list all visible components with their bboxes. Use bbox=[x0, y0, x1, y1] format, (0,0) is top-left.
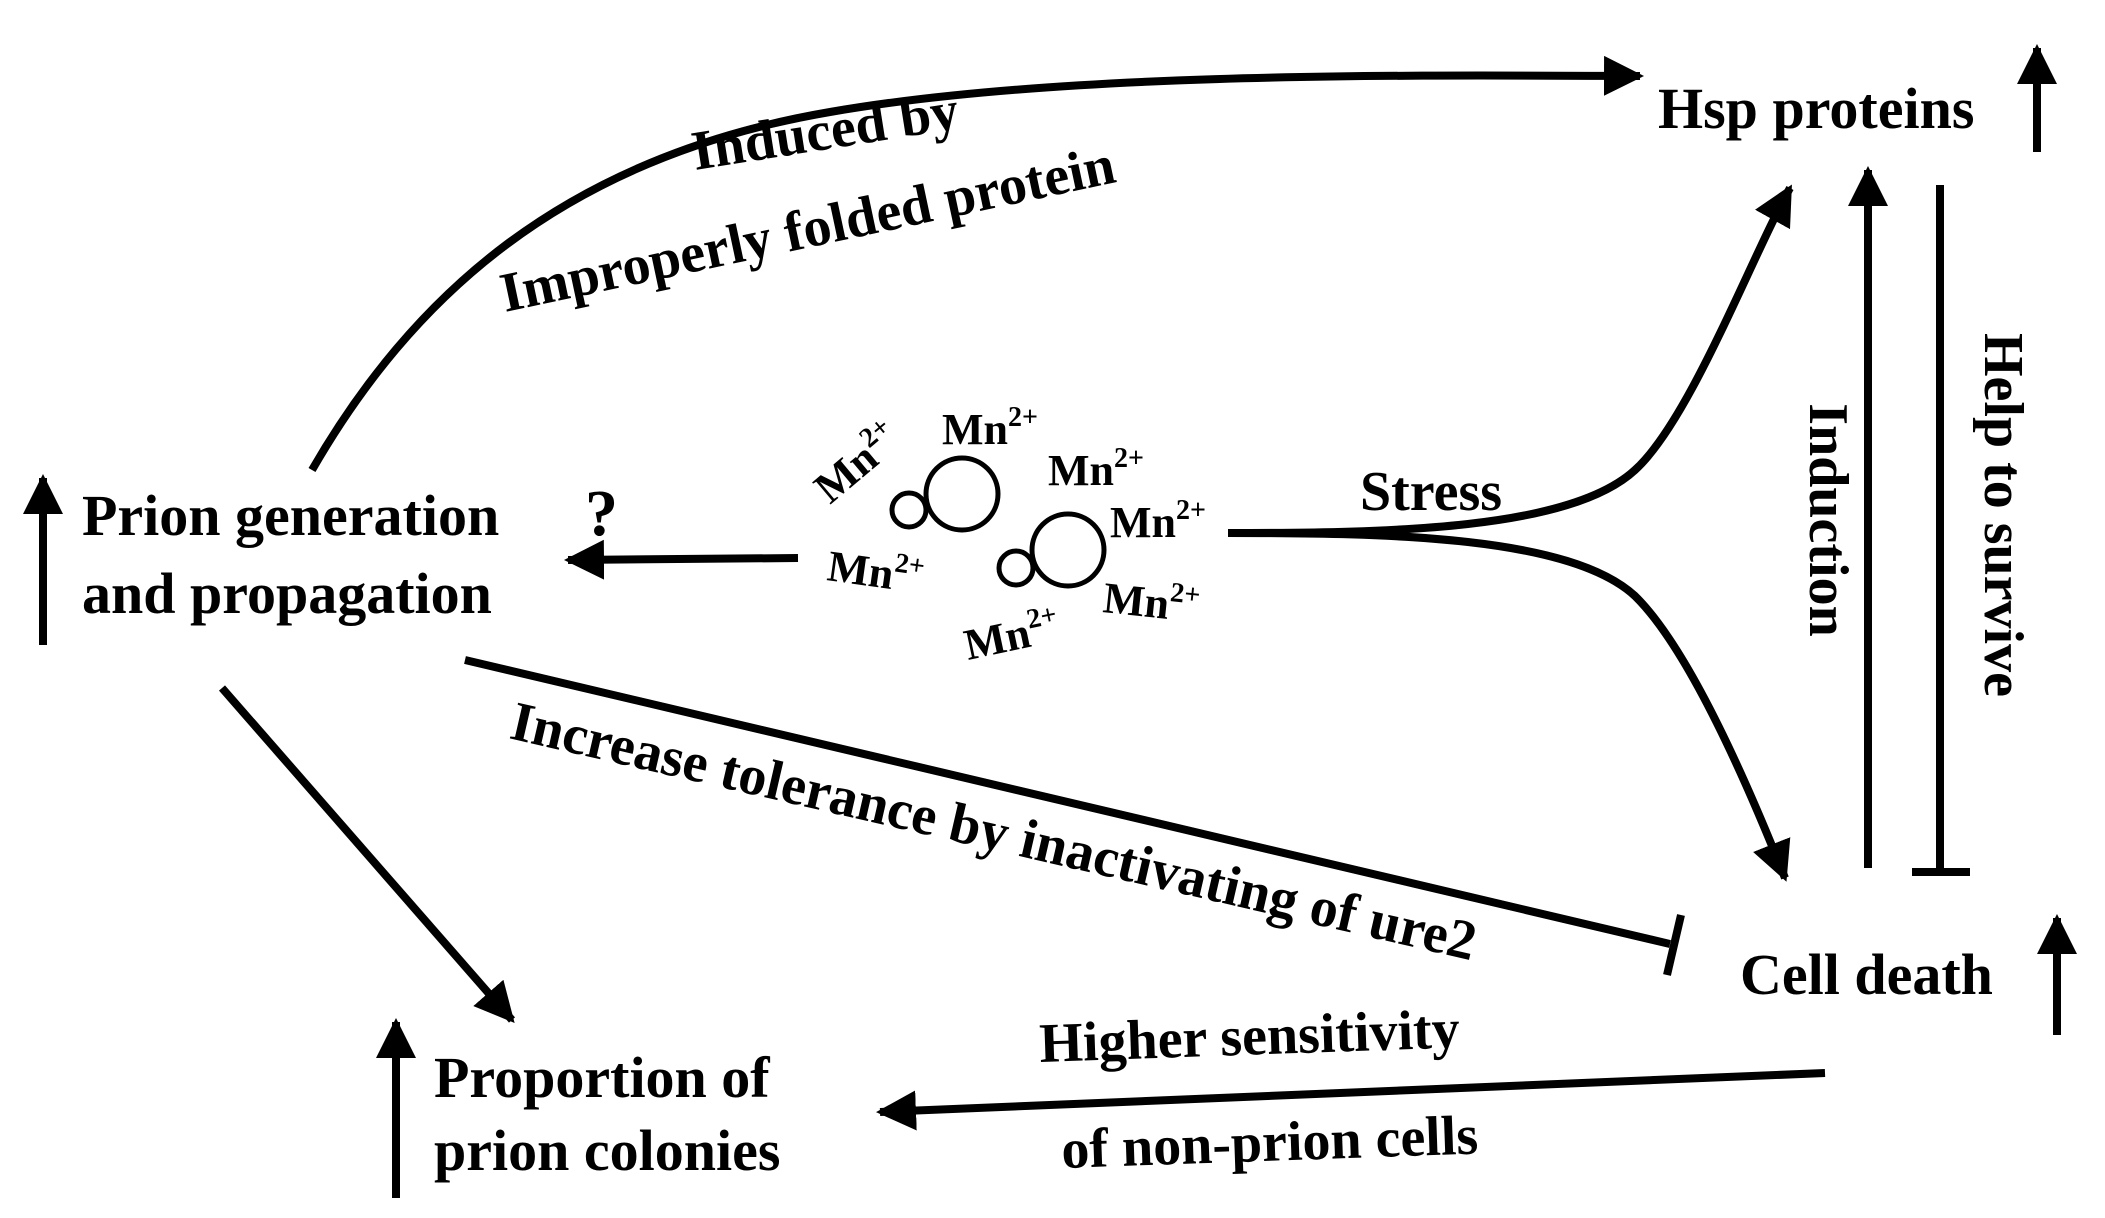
tolerance-label: Increase tolerance by inactivating of ur… bbox=[505, 690, 1482, 973]
mn-small-ball-2 bbox=[996, 548, 1036, 588]
induced-by-label: Induced by bbox=[687, 79, 963, 182]
tolerance-inhibit-line bbox=[464, 656, 1671, 948]
mn-ion-label: Mn2+ bbox=[1101, 570, 1202, 632]
cell-death-label: Cell death bbox=[1740, 942, 1993, 1007]
mn-large-ball-2 bbox=[1029, 511, 1107, 589]
question-mark-label: ? bbox=[585, 477, 618, 550]
prion-generation-label: Prion generation bbox=[82, 483, 499, 548]
mn-to-prion-arrow bbox=[564, 539, 799, 580]
stress-to-cell-death-arrow bbox=[1227, 529, 1791, 882]
prion-propagation-label: and propagation bbox=[82, 561, 492, 626]
tolerance-inhibit-bar bbox=[1663, 914, 1685, 976]
help-to-survive-label: Help to survive bbox=[1972, 333, 2034, 697]
higher-sensitivity-label: Higher sensitivity bbox=[1038, 998, 1460, 1075]
non-prion-cells-label: of non-prion cells bbox=[1060, 1104, 1479, 1181]
mn-ion-label: Mn2+ bbox=[825, 538, 927, 603]
sensitivity-arrow bbox=[876, 1069, 1826, 1131]
hsp-proteins-label: Hsp proteins bbox=[1658, 76, 1974, 141]
mn-ion-label: Mn2+ bbox=[1110, 495, 1206, 547]
proportion-label: Proportion of bbox=[434, 1045, 770, 1110]
mn-ion-label: Mn2+ bbox=[959, 599, 1064, 670]
mn-ion-label: Mn2+ bbox=[1048, 443, 1144, 495]
prion-colonies-label: prion colonies bbox=[434, 1118, 780, 1183]
stress-to-hsp-arrow bbox=[1227, 184, 1794, 537]
mn-ion-label: Mn2+ bbox=[803, 411, 910, 513]
induction-label: Induction bbox=[1797, 403, 1859, 636]
stress-label: Stress bbox=[1360, 461, 1502, 523]
mn-large-ball-1 bbox=[923, 455, 1001, 533]
mn-small-ball-1 bbox=[889, 490, 929, 530]
induced-arrow bbox=[308, 55, 1644, 472]
mn-ion-label: Mn2+ bbox=[942, 402, 1038, 454]
prion-to-colonies-arrow bbox=[218, 685, 516, 1024]
